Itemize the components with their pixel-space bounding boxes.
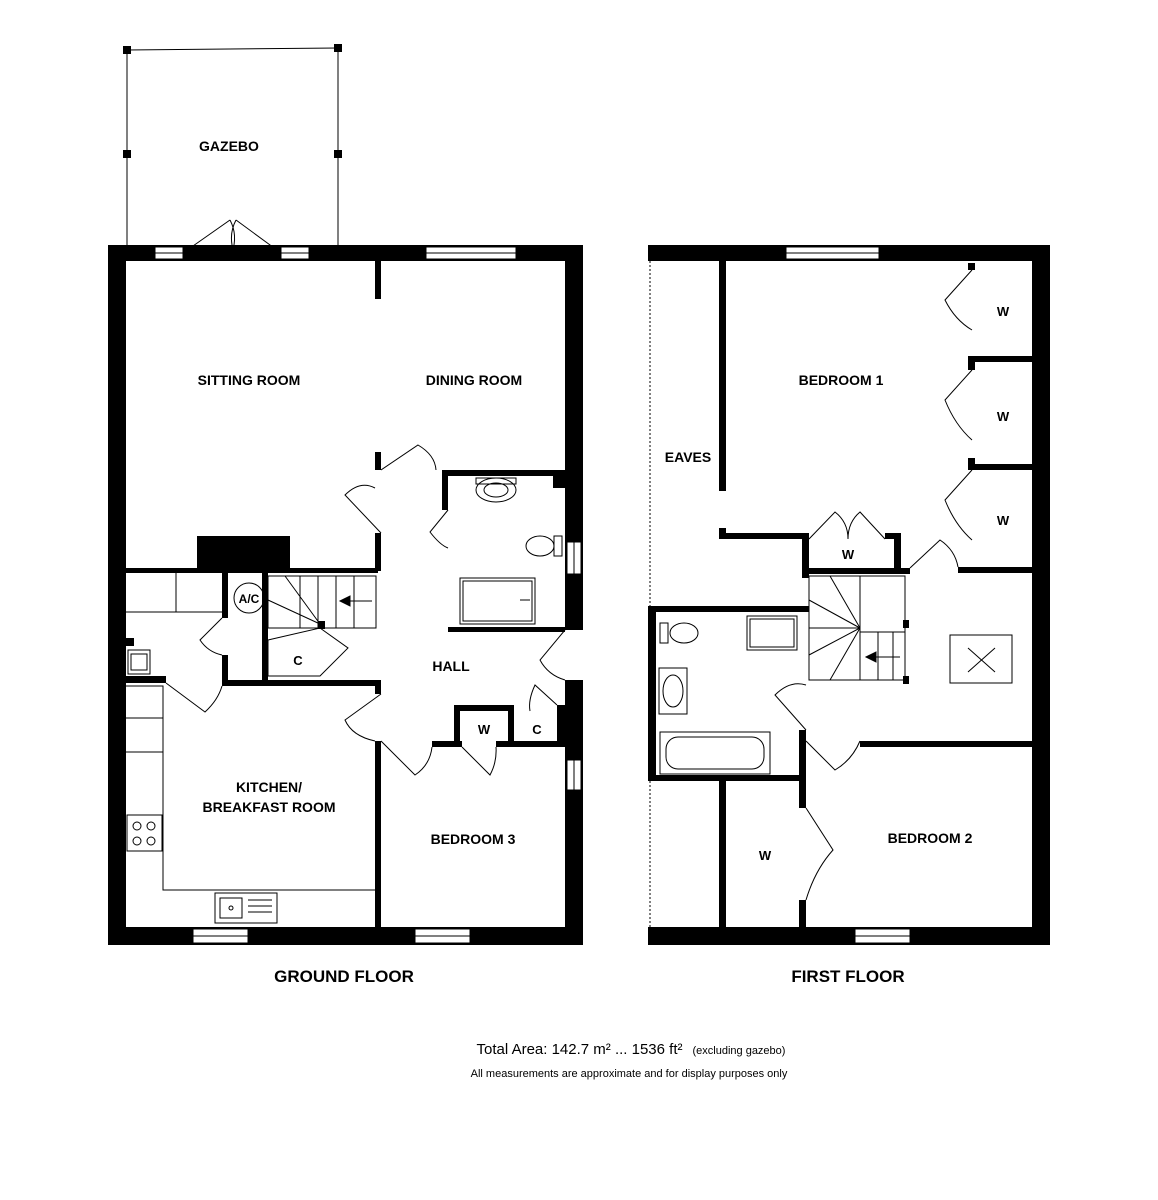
label-dining-room: DINING ROOM [426,372,522,388]
label-hall: HALL [432,658,470,674]
ground-floor-shower-room [459,477,563,625]
ground-floor-doors [165,219,566,776]
label-bedroom-2: BEDROOM 2 [888,830,973,846]
label-wardrobe-3: W [997,513,1010,528]
label-hall-wardrobe: W [478,722,491,737]
first-floor-bathroom [658,615,1013,775]
label-ac: A/C [239,592,260,606]
total-area-label: Total Area: 142.7 m² ... 1536 ft² [477,1041,683,1058]
label-kitchen-line2: BREAKFAST ROOM [203,799,336,815]
ground-floor-stairs [267,575,377,677]
gazebo-structure [123,44,342,246]
label-hall-cupboard: C [532,722,542,737]
label-wardrobe-1: W [997,304,1010,319]
ground-floor-title: GROUND FLOOR [274,967,414,986]
label-eaves: EAVES [665,449,711,465]
label-bedroom-3: BEDROOM 3 [431,831,516,847]
total-area-note: (excluding gazebo) [693,1045,786,1057]
label-bedroom-1: BEDROOM 1 [799,372,884,388]
first-floor-doors [774,269,973,901]
label-sitting-room: SITTING ROOM [198,372,301,388]
label-wardrobe-2: W [997,409,1010,424]
kitchen-fittings [126,573,376,924]
first-floor-title: FIRST FLOOR [791,967,904,986]
disclaimer: All measurements are approximate and for… [471,1068,788,1080]
first-floor-windows [785,246,911,944]
first-floor-stairs [808,575,906,681]
ground-floor-windows [154,246,582,944]
label-wardrobe-landing: W [842,547,855,562]
label-gazebo: GAZEBO [199,138,259,154]
total-area: Total Area: 142.7 m² ... 1536 ft² (exclu… [477,1041,786,1058]
label-kitchen-line1: KITCHEN/ [236,779,302,795]
label-wardrobe-bedroom-2: W [759,848,772,863]
label-understairs-cupboard: C [293,653,303,668]
first-floor-walls [648,245,1050,945]
